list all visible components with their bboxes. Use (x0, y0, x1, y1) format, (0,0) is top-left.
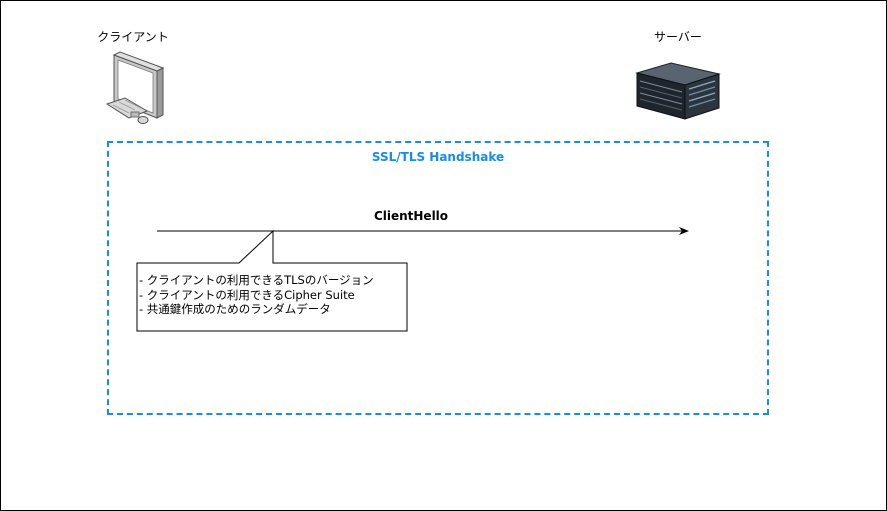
desktop-computer-icon (105, 51, 165, 124)
note-text: - クライアントの利用できるTLSのバージョン - クライアントの利用できるCi… (139, 273, 409, 317)
note-line: - 共通鍵作成のためのランダムデータ (139, 302, 331, 316)
message-label: ClientHello (373, 209, 449, 223)
note-line: - クライアントの利用できるCipher Suite (139, 287, 355, 302)
handshake-group-frame (107, 141, 769, 415)
client-label: クライアント (97, 30, 169, 44)
handshake-group-title: SSL/TLS Handshake (371, 150, 505, 164)
note-line: - クライアントの利用できるTLSのバージョン (139, 273, 374, 287)
clienthello-arrow (157, 227, 689, 235)
note-callout (136, 229, 408, 332)
server-label: サーバー (654, 30, 702, 44)
rack-server-icon (635, 62, 721, 120)
